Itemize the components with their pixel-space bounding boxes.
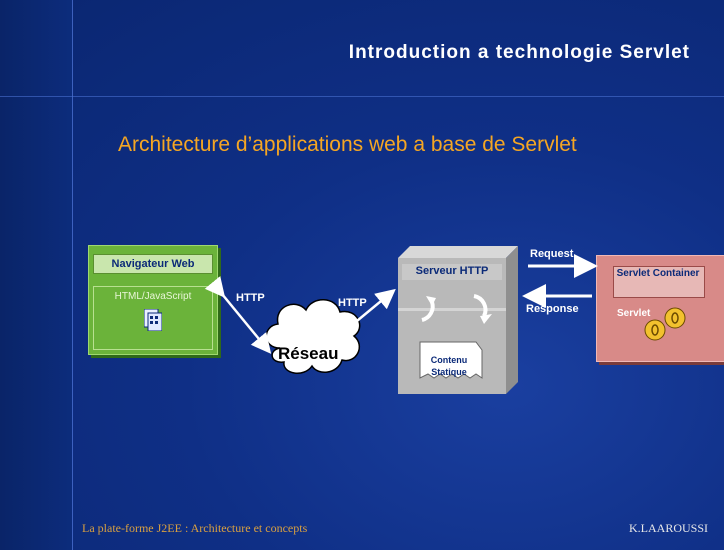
- servlet-label: Servlet: [617, 308, 651, 319]
- document-icon: [144, 309, 162, 331]
- footer-right: K.LAAROUSSI: [628, 521, 708, 535]
- http-server-box: [398, 246, 518, 394]
- server-title: Serveur HTTP: [415, 265, 489, 277]
- footer-left: La plate-forme J2EE : Architecture et co…: [82, 521, 308, 535]
- http-right-label: HTTP: [338, 297, 367, 309]
- network-label: Réseau: [278, 344, 339, 363]
- browser-box: Navigateur Web HTML/JavaScript: [88, 245, 218, 355]
- left-band: [0, 0, 72, 550]
- response-label: Response: [526, 303, 579, 315]
- browser-content-label: HTML/JavaScript: [114, 291, 192, 302]
- slide-title: Introduction a technologie Servlet: [348, 42, 690, 63]
- vertical-divider: [72, 0, 73, 550]
- http-left-label: HTTP: [236, 292, 265, 304]
- static-content-label: Contenu Statique: [430, 355, 468, 377]
- slide-subtitle: Architecture d’applications web a base d…: [118, 133, 577, 156]
- http-left-arrow: [204, 276, 272, 354]
- container-title: Servlet Container: [616, 268, 700, 279]
- http-right-arrow: [328, 288, 396, 348]
- container-head: [613, 266, 705, 298]
- horizontal-divider: [0, 96, 724, 97]
- request-label: Request: [530, 248, 574, 260]
- gear-icon: [644, 307, 686, 341]
- servlet-container-box: Servlet Container Servlet: [596, 255, 724, 362]
- browser-title: Navigateur Web: [93, 254, 213, 274]
